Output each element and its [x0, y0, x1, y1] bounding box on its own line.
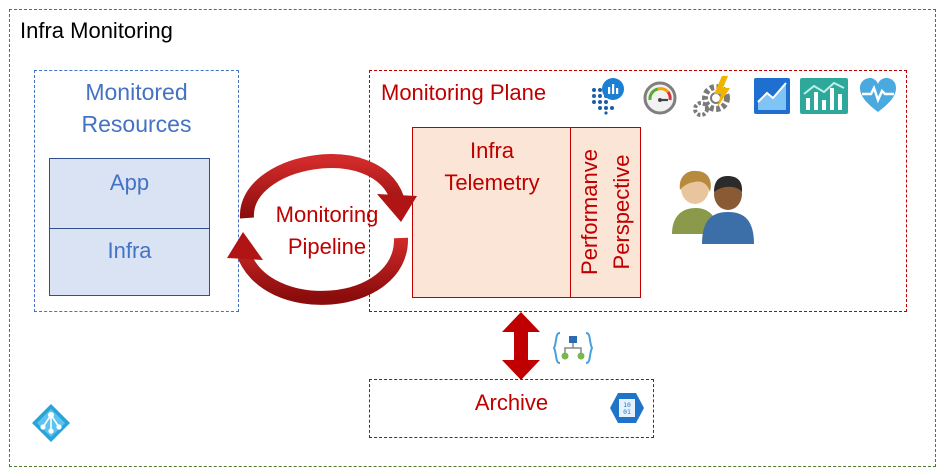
infra-telemetry-box — [412, 127, 572, 298]
infra-label: Infra — [107, 238, 152, 263]
heart-pulse-icon — [860, 78, 896, 112]
monitoring-plane-box — [369, 70, 907, 312]
app-cell — [49, 158, 210, 230]
infra-monitoring-container — [9, 9, 936, 467]
archive-label: Archive — [474, 390, 549, 415]
bar-line-chart-icon — [800, 78, 848, 114]
upper-arrow-arc — [240, 154, 404, 219]
svg-text:01: 01 — [623, 408, 631, 416]
app-label: App — [109, 170, 150, 195]
blob-storage-icon: 10 01 — [610, 393, 644, 423]
infra-telemetry-line1: Infra — [469, 138, 515, 163]
outer-title: Infra Monitoring — [20, 18, 173, 43]
infra-telemetry-line2: Telemetry — [444, 170, 540, 195]
pipeline-cycle-arrows — [227, 154, 417, 305]
svg-text:10: 10 — [623, 401, 631, 409]
performance-perspective-box — [570, 127, 641, 298]
monitored-resources-title-2: Resources — [81, 111, 192, 137]
archive-double-arrow — [502, 312, 540, 380]
lower-arrow-head — [227, 232, 263, 260]
lower-arrow-arc — [236, 237, 409, 305]
perspective-line1: Performanve — [577, 149, 602, 275]
pipeline-line2: Pipeline — [287, 234, 367, 259]
workflow-icon — [552, 332, 594, 364]
gears-bolt-icon — [693, 76, 730, 117]
pipeline-line1: Monitoring — [275, 202, 379, 227]
monitoring-plane-title: Monitoring Plane — [381, 80, 547, 105]
monitored-resources-box — [34, 70, 239, 312]
area-chart-icon — [754, 78, 790, 114]
gauge-icon — [643, 81, 677, 115]
monitored-resources-title-1: Monitored — [85, 79, 188, 105]
users-icon — [672, 170, 754, 244]
archive-box — [369, 379, 654, 438]
directory-icon — [32, 404, 70, 442]
network-icon — [592, 78, 624, 115]
infra-cell — [49, 228, 210, 296]
upper-arrow-head — [377, 194, 417, 222]
perspective-line2: Perspective — [609, 154, 634, 270]
